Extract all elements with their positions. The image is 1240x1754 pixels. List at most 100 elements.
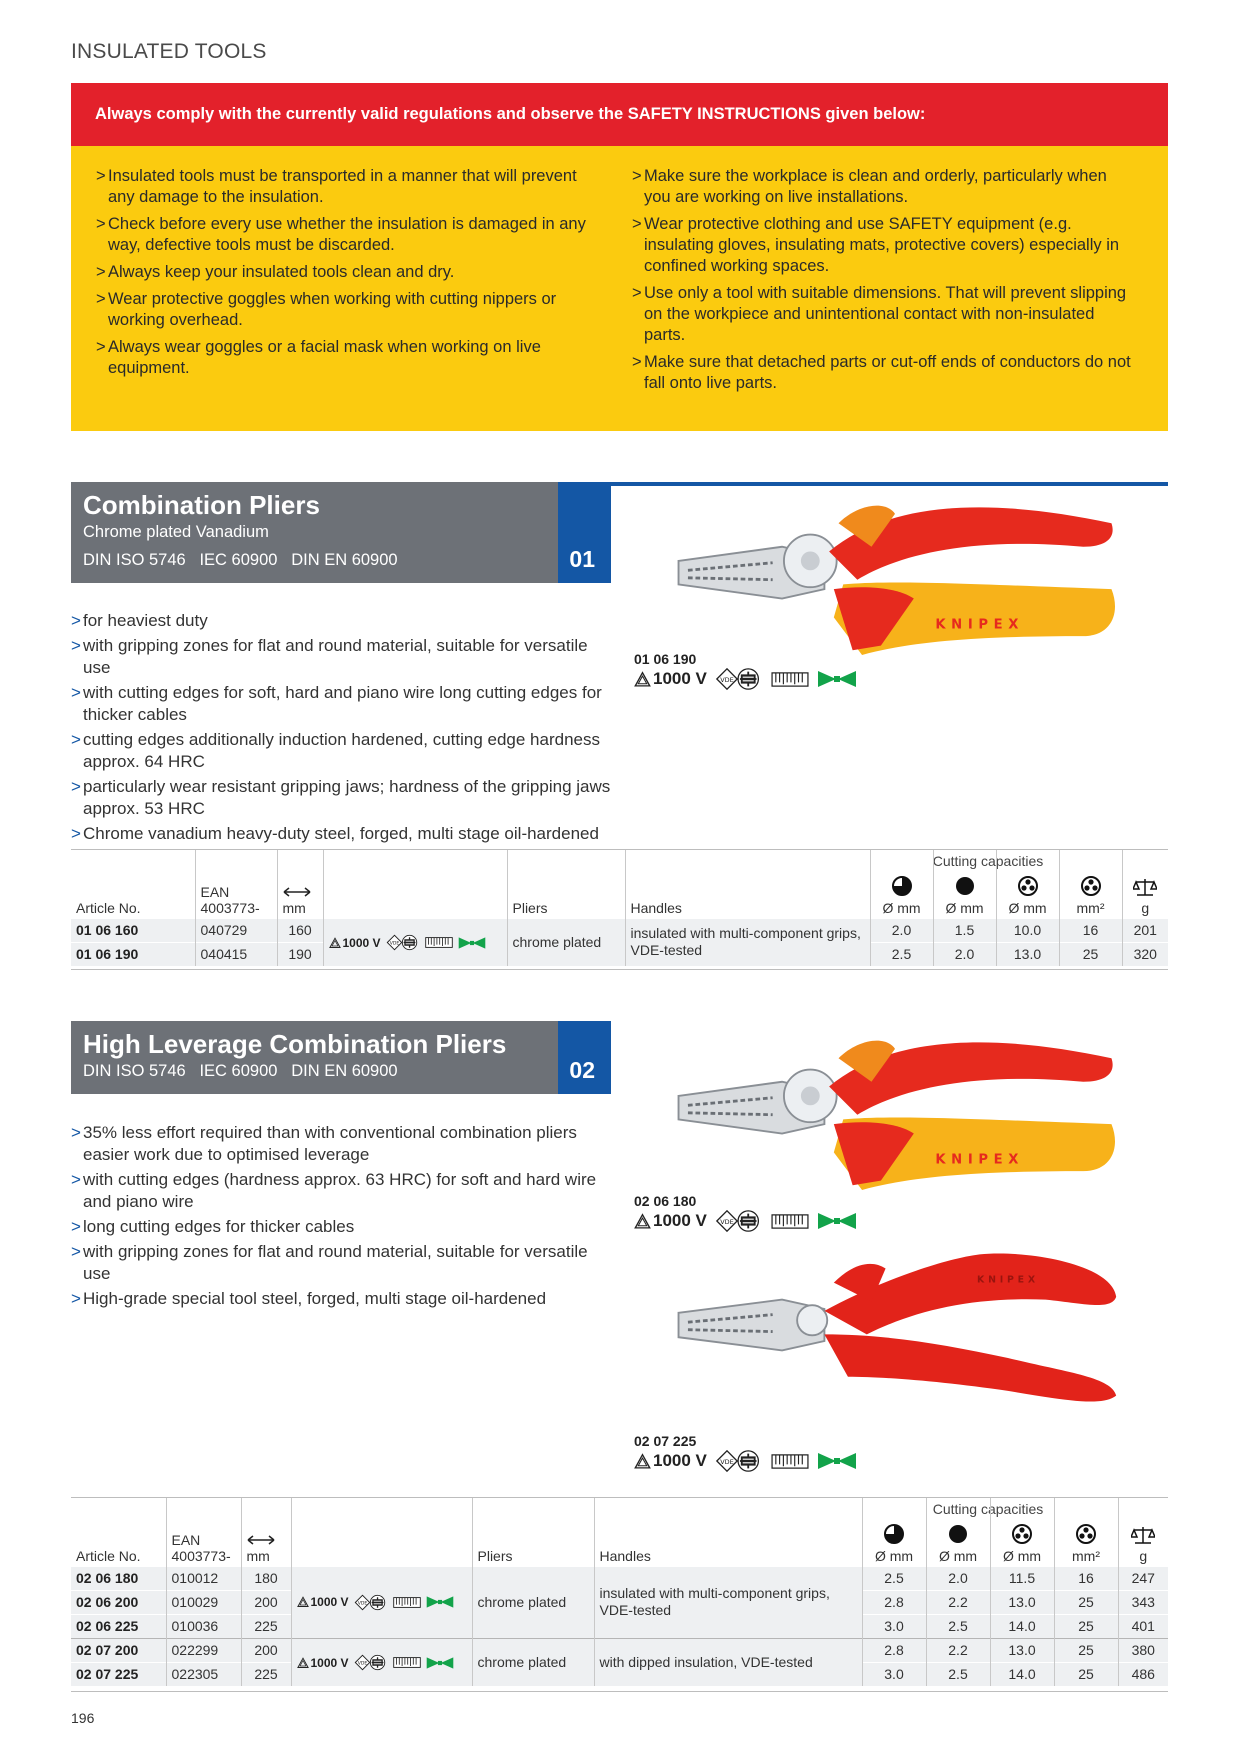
scale-icon [1132,878,1159,896]
feature-list: 35% less effort required than with conve… [71,1122,616,1313]
section-standards: DIN ISO 5746 IEC 60900 DIN EN 60900 [83,1062,398,1080]
table-rule [71,1691,1168,1692]
length-arrow-icon [283,886,310,897]
certification-marks: 1000 V [634,668,857,690]
brand-text: KNIPEX [935,618,1024,633]
col-weight: g [1117,1498,1168,1566]
feature-item: cutting edges additionally induction har… [71,729,616,773]
image-article-label: 01 06 190 [634,651,697,667]
safety-item: Make sure that detached parts or cut-off… [632,352,1132,394]
section-title: High Leverage Combination Pliers [83,1029,507,1059]
bow-tie-icon [817,669,857,689]
feature-item: with gripping zones for flat and round m… [71,635,616,679]
cable-section-icon [1076,1523,1096,1544]
cable-section-icon [1080,875,1101,896]
table-row: 02 07 225 022305 225 3.0 2.5 14.0 25 486 [71,1661,1168,1686]
measure-icon [393,1596,421,1609]
bow-tie-icon [426,1656,454,1670]
col-cable-area: mm² [1058,850,1122,918]
table-row: 02 06 225 010036 225 3.0 2.5 14.0 25 401 [71,1613,1168,1638]
table-row: 02 06 200 010029 200 2.8 2.2 13.0 25 343 [71,1589,1168,1614]
page-number: 196 [71,1710,95,1726]
product-image: KNIPEX [630,495,1160,660]
brand-text: KNIPEX [977,1275,1039,1286]
table-rule [71,969,1168,970]
pliers-icon: KNIPEX [630,1030,1160,1190]
col-marks [322,850,507,918]
row-marks: 1000 V [322,917,507,966]
section-number: 02 [558,1021,611,1094]
image-article-label: 02 07 225 [634,1433,697,1449]
section-header: High Leverage Combination Pliers DIN ISO… [71,1021,558,1094]
insulated-triangle-icon [634,1213,651,1230]
pliers-icon: KNIPEX [630,495,1160,655]
feature-item: with cutting edges (hardness approx. 63 … [71,1169,616,1213]
row-marks: 1000 V [290,1565,472,1638]
measure-icon [771,1213,809,1230]
safety-item: Always keep your insulated tools clean a… [96,262,596,283]
bow-tie-icon [817,1211,857,1231]
col-handles: Handles [624,850,870,918]
brand-text: KNIPEX [935,1153,1024,1168]
pliers-icon: KNIPEX [630,1245,1160,1405]
safety-header: Always comply with the currently valid r… [71,83,1168,146]
measure-icon [393,1656,421,1669]
hard-wire-icon [955,876,974,895]
feature-item: High-grade special tool steel, forged, m… [71,1288,616,1310]
hard-wire-icon [949,1524,967,1543]
voltage-label: 1000 V [653,1451,707,1470]
safety-item: Wear protective clothing and use SAFETY … [632,214,1132,277]
col-cable: Ø mm [989,1498,1054,1566]
vde-gs-icon [715,1449,763,1473]
feature-item: with cutting edges for soft, hard and pi… [71,682,616,726]
col-article: Article No. [76,1547,141,1564]
product-image: KNIPEX [630,1030,1160,1195]
cable-icon [1012,1523,1032,1544]
col-weight: g [1121,850,1168,918]
certification-marks: 1000 V [634,1450,857,1472]
feature-item: Chrome vanadium heavy-duty steel, forged… [71,823,616,845]
section-number: 01 [558,482,611,583]
section-title: Combination Pliers [83,490,320,520]
table-rule [71,1497,1168,1498]
col-article: Article No. [76,899,141,916]
col-cable: Ø mm [995,850,1059,918]
insulated-triangle-icon [634,671,651,688]
col-length: mm [276,850,323,918]
bow-tie-icon [458,936,486,950]
safety-list-right: Make sure the workplace is clean and ord… [632,166,1132,400]
safety-item: Wear protective goggles when working wit… [96,289,596,331]
vde-gs-icon [715,667,763,691]
feature-item: 35% less effort required than with conve… [71,1122,616,1166]
feature-item: with gripping zones for flat and round m… [71,1241,616,1285]
feature-item: long cutting edges for thicker cables [71,1216,616,1238]
col-pliers: Pliers [471,1498,594,1566]
safety-item: Check before every use whether the insul… [96,214,596,256]
feature-list: for heaviest duty with gripping zones fo… [71,610,616,848]
table-row: 01 06 160 040729 160 1000 V chrome plate… [71,917,1168,966]
vde-gs-icon [354,1594,388,1611]
cable-icon [1017,875,1038,896]
table-row: 02 06 180 010012 180 1000 V chrome plate… [71,1565,1168,1638]
voltage-label: 1000 V [653,1211,707,1230]
insulated-triangle-icon [634,1453,651,1470]
safety-item: Always wear goggles or a facial mask whe… [96,337,596,379]
col-marks [290,1498,472,1566]
length-arrow-icon [247,1534,274,1545]
safety-item: Make sure the workplace is clean and ord… [632,166,1132,208]
soft-wire-icon [891,875,912,896]
soft-wire-icon [884,1523,904,1544]
insulated-triangle-icon [329,937,341,949]
insulated-triangle-icon [297,1657,309,1669]
feature-item: particularly wear resistant gripping jaw… [71,776,616,820]
safety-item: Use only a tool with suitable dimensions… [632,283,1132,346]
col-pliers: Pliers [506,850,625,918]
col-soft-wire: Ø mm [861,1498,926,1566]
table-rule [71,849,1168,850]
safety-item: Insulated tools must be transported in a… [96,166,596,208]
